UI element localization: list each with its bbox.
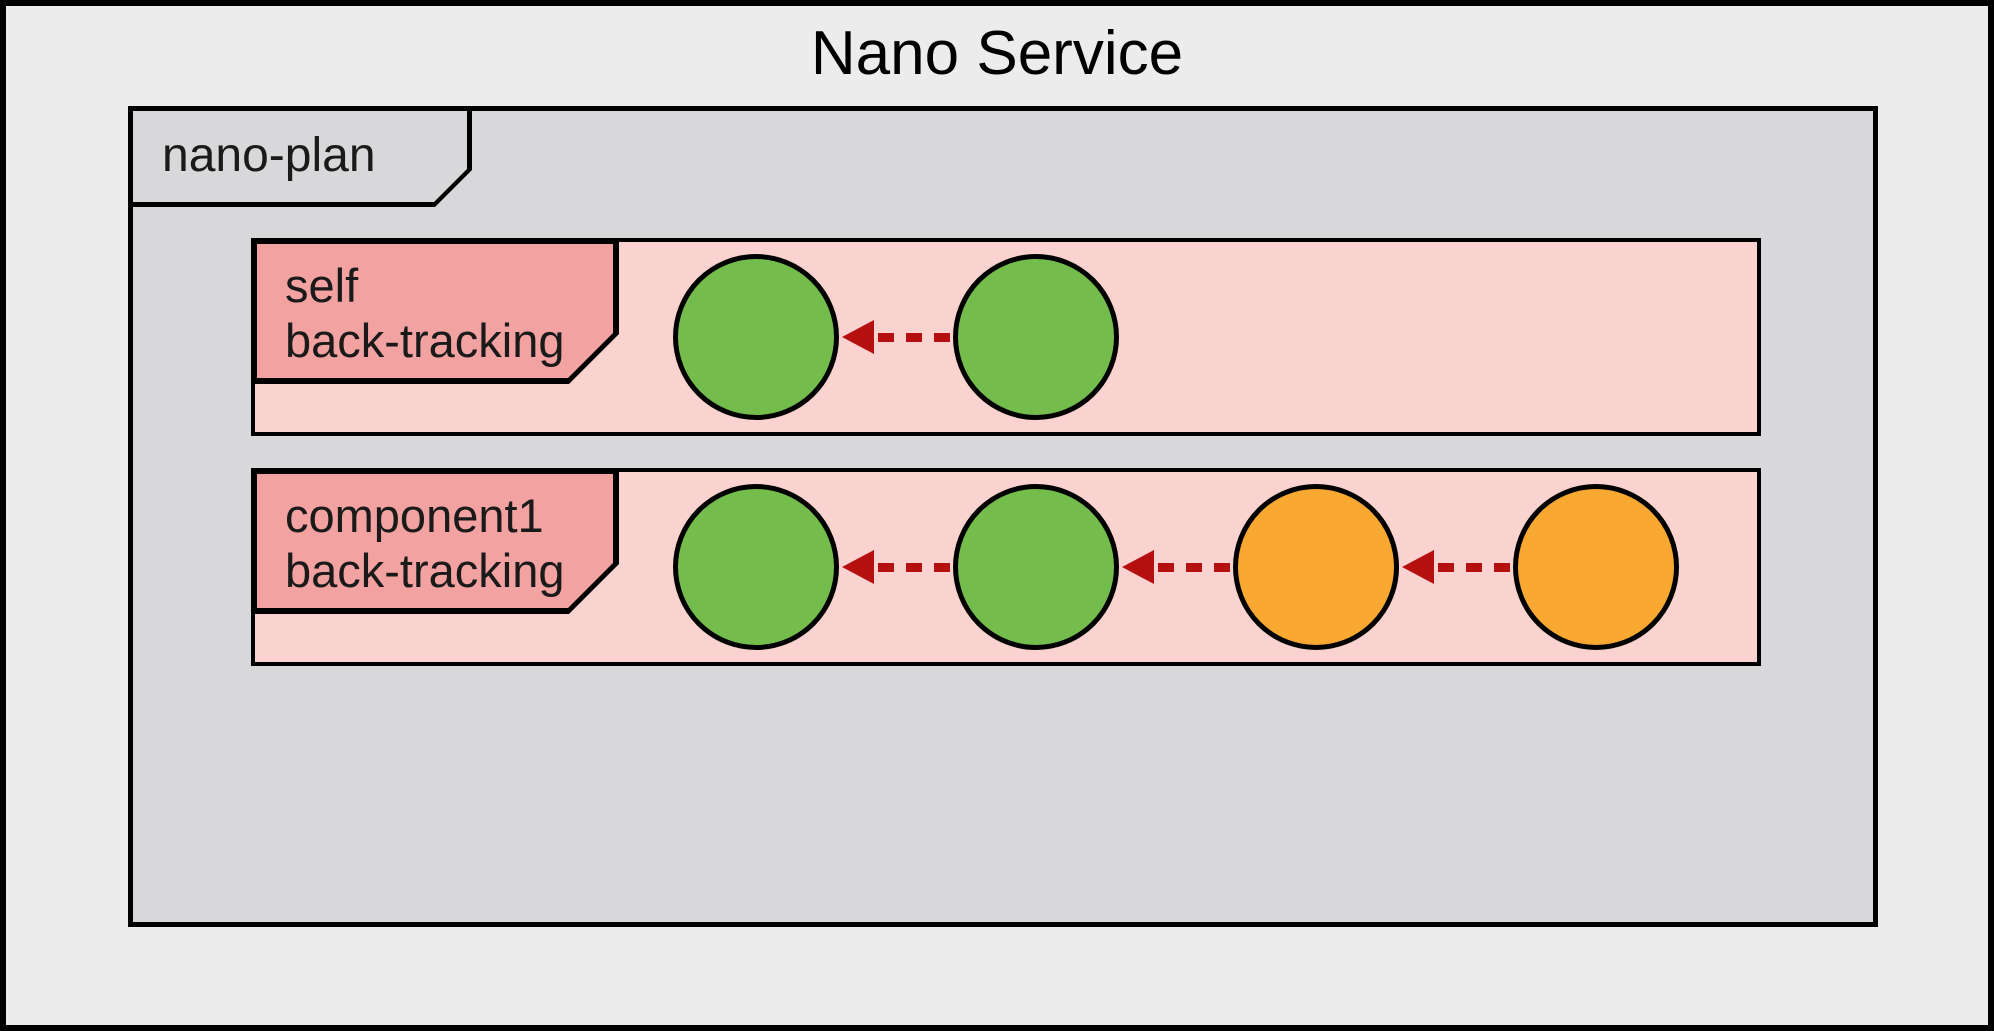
row-label-line: back-tracking	[285, 314, 565, 367]
arrow-head-icon	[1402, 550, 1434, 584]
state-circle	[673, 254, 839, 420]
row-label-line: component1	[285, 489, 544, 542]
arrow-dash-line	[1434, 562, 1510, 572]
nano-plan-label: nano-plan	[162, 129, 376, 182]
row-label-line: self	[285, 259, 359, 312]
backtrack-arrow	[842, 550, 950, 584]
row-label-tab-component1-surface	[257, 474, 613, 608]
state-circle	[673, 484, 839, 650]
nano-plan-tab-surface	[133, 111, 467, 202]
arrow-head-icon	[1122, 550, 1154, 584]
row-label-line: back-tracking	[285, 544, 565, 597]
row-label-tab-self-surface	[257, 244, 613, 378]
state-circle	[1233, 484, 1399, 650]
arrow-head-icon	[842, 320, 874, 354]
state-circle	[953, 484, 1119, 650]
backtrack-arrow	[1402, 550, 1510, 584]
backtrack-arrow	[842, 320, 950, 354]
row-label-component1: component1 back-tracking	[285, 488, 565, 598]
nano-plan-tab: nano-plan	[128, 106, 472, 207]
diagram-title: Nano Service	[810, 19, 1184, 88]
row-label-tab-self: self back-tracking	[251, 238, 619, 384]
row-label-tab-component1: component1 back-tracking	[251, 468, 619, 614]
arrow-head-icon	[842, 550, 874, 584]
row-label-self: self back-tracking	[285, 258, 565, 368]
arrow-dash-line	[874, 562, 950, 572]
arrow-dash-line	[874, 332, 950, 342]
state-circle	[1513, 484, 1679, 650]
state-circle	[953, 254, 1119, 420]
backtrack-arrow	[1122, 550, 1230, 584]
arrow-dash-line	[1154, 562, 1230, 572]
